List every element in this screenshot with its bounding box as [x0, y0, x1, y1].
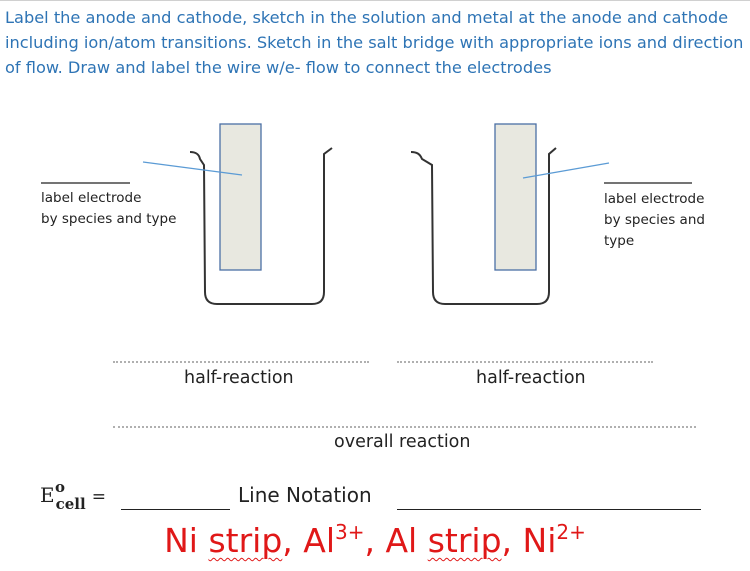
line-notation-answer-blank: [397, 509, 701, 510]
ecell-superscript: o: [55, 478, 66, 496]
left-beaker: [189, 147, 333, 305]
right-label-line3: type: [604, 233, 635, 249]
right-half-reaction-label: half-reaction: [476, 368, 586, 388]
top-border: [0, 0, 750, 1]
left-half-reaction-line: [113, 361, 369, 363]
right-electrode: [494, 123, 537, 271]
problem-ni-ion: , Ni: [501, 521, 557, 560]
left-electrode-label: label electrode by species and type: [41, 188, 176, 230]
problem-al-charge: 3+: [335, 520, 365, 544]
ecell-subscript: cell: [55, 495, 86, 513]
left-label-line2: by species and type: [41, 211, 177, 227]
left-pointer-line: [142, 161, 243, 176]
problem-statement: Ni strip, Al3+, Al strip, Ni2+: [0, 520, 750, 560]
overall-reaction-line: [113, 426, 696, 428]
problem-ni-label: Ni: [164, 521, 209, 560]
right-beaker: [410, 147, 557, 305]
right-label-line2: by species and: [604, 212, 705, 228]
line-notation-label: Line Notation: [238, 483, 372, 507]
right-label-line1: label electrode: [604, 191, 705, 207]
ecell-equals: =: [91, 487, 106, 507]
overall-reaction-label: overall reaction: [334, 432, 471, 452]
problem-al-label: , Al: [364, 521, 428, 560]
problem-al-ion: , Al: [282, 521, 336, 560]
instructions-text: Label the anode and cathode, sketch in t…: [5, 8, 744, 77]
right-half-reaction-line: [397, 361, 653, 363]
ecell-answer-blank: [121, 509, 230, 510]
right-pointer-line: [522, 162, 610, 179]
problem-strip-word-2: strip: [427, 521, 502, 560]
left-label-line1: label electrode: [41, 190, 142, 206]
problem-strip-word-1: strip: [208, 521, 283, 560]
left-half-reaction-label: half-reaction: [184, 368, 294, 388]
left-electrode: [219, 123, 262, 271]
right-electrode-label: label electrode by species and type: [604, 189, 705, 252]
ecell-symbol: E: [40, 483, 55, 507]
problem-ni-charge: 2+: [556, 520, 586, 544]
